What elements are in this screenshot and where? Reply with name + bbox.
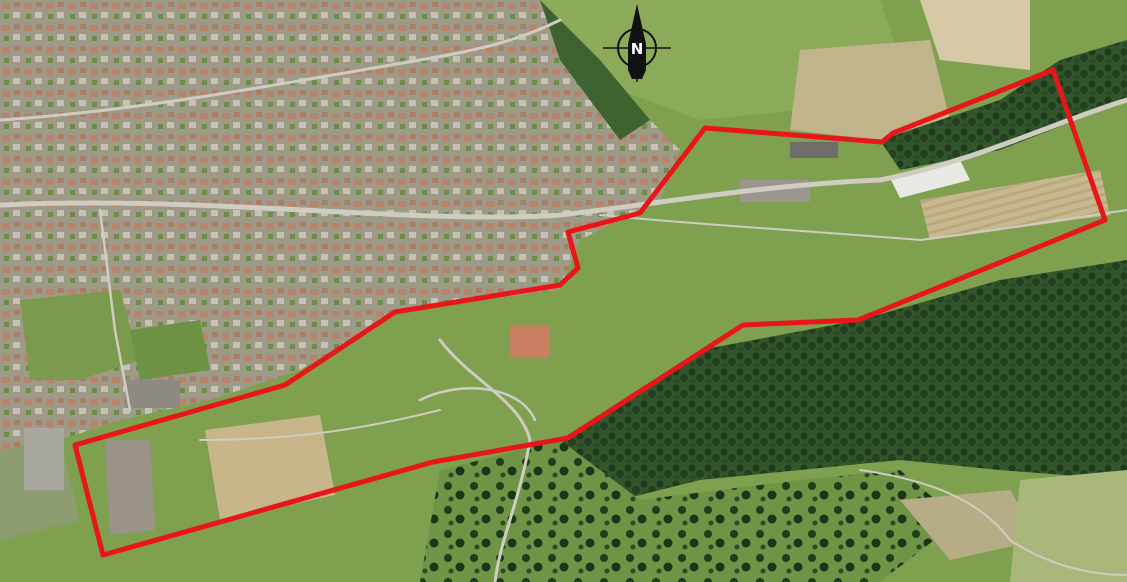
- forest-south: [420, 440, 960, 582]
- quarry-area: [920, 0, 1030, 70]
- road-west: [98, 208, 132, 412]
- perimeter-outline: [72, 67, 1108, 558]
- farm-roof: [510, 325, 550, 357]
- north-label: N: [631, 40, 644, 58]
- barn-building: [790, 142, 838, 158]
- hall-building: [125, 380, 180, 408]
- meadow-southeast: [1010, 470, 1127, 582]
- park-center: [130, 320, 210, 380]
- plant-building: [24, 428, 64, 490]
- road-loop: [418, 387, 537, 422]
- road-south: [438, 338, 532, 582]
- road-southeast: [859, 469, 1127, 576]
- field-southeast: [900, 490, 1040, 560]
- field-north: [790, 40, 950, 140]
- industrial-buildings: [105, 440, 155, 535]
- field-east: [920, 170, 1110, 240]
- warehouse-building: [890, 160, 970, 198]
- park-west: [20, 290, 140, 380]
- road-east: [599, 209, 1127, 242]
- north-arrow-icon: N: [603, 4, 671, 82]
- field-southwest: [205, 415, 335, 520]
- forest-east: [560, 260, 1127, 500]
- tree-line: [540, 0, 650, 140]
- path-southwest: [199, 409, 441, 441]
- tree-belt-north: [880, 40, 1127, 170]
- road-north: [0, 18, 562, 122]
